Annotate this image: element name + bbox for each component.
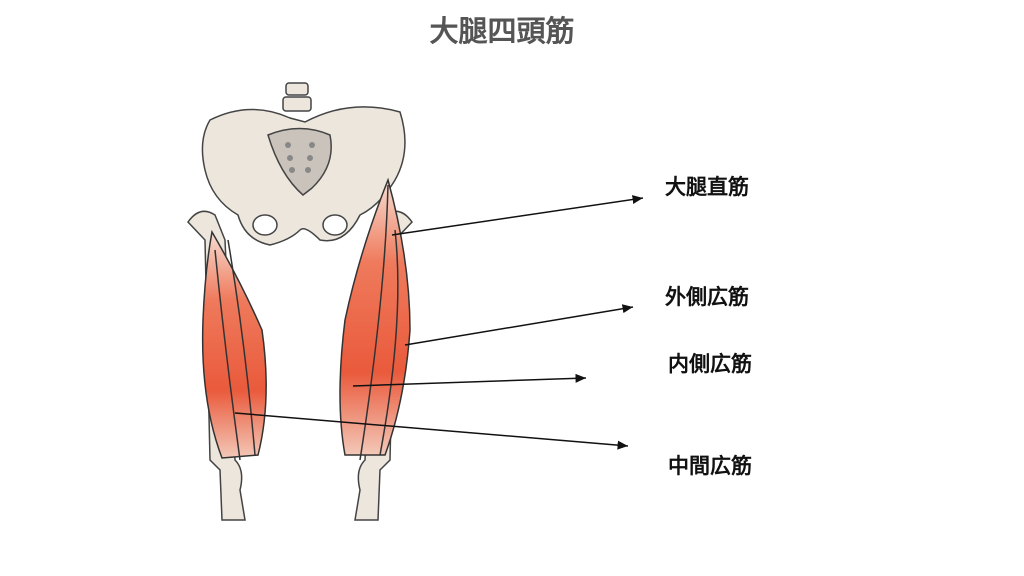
label-vastus-medialis: 内側広筋 — [668, 352, 752, 376]
diagram-title: 大腿四頭筋 — [429, 14, 575, 48]
leader-lines — [234, 195, 644, 450]
sacrum-dots — [285, 142, 315, 173]
label-vastus-intermedius: 中間広筋 — [668, 454, 752, 478]
label-vastus-lateralis: 外側広筋 — [665, 285, 749, 309]
left-quadriceps — [201, 229, 267, 459]
pelvis — [201, 82, 406, 246]
label-rectus-femoris: 大腿直筋 — [665, 175, 749, 199]
